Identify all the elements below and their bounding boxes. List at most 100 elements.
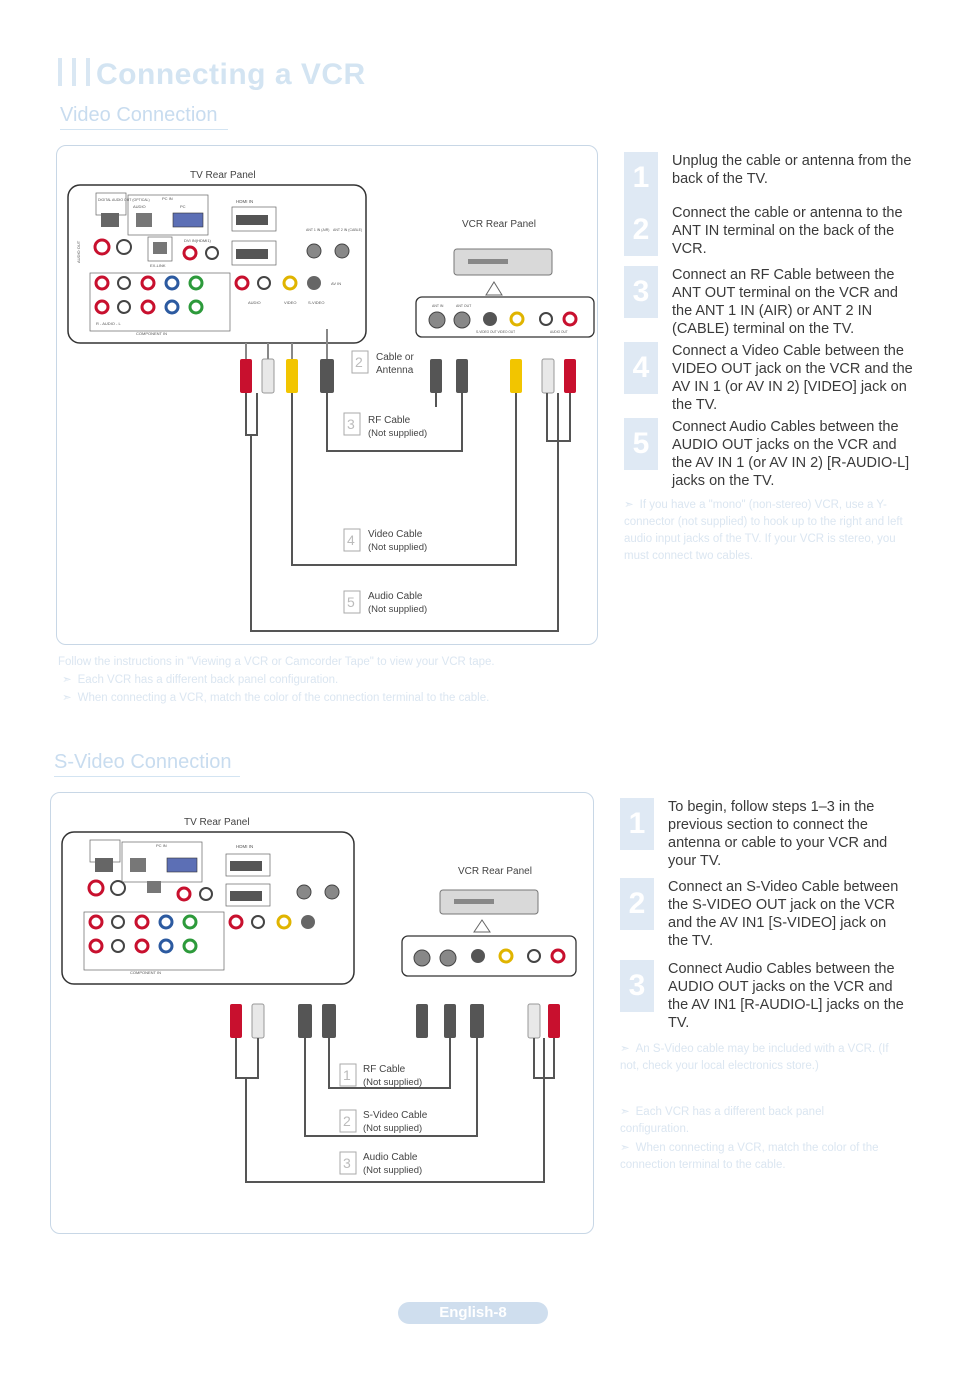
video-step-4: 4 Connect a Video Cable between the VIDE… bbox=[624, 342, 920, 414]
av-video-jack bbox=[282, 275, 298, 291]
svideo-cable-sub-1: (Not supplied) bbox=[363, 1077, 422, 1088]
svideo-note-1: ➣An S-Video cable may be included with a… bbox=[620, 1043, 889, 1072]
step-text: Connect the cable or antenna to the ANT … bbox=[672, 205, 903, 257]
svideo-cable-sub-3: (Not supplied) bbox=[363, 1165, 422, 1176]
tv-rear-panel-label: TV Rear Panel bbox=[190, 170, 256, 181]
component-in-label: COMPONENT IN bbox=[130, 970, 161, 975]
video-cable-name-4: Video Cable bbox=[368, 529, 423, 540]
svideo-cable-name-1: RF Cable bbox=[363, 1064, 406, 1075]
hdmi-port-1 bbox=[236, 249, 268, 259]
av-svideo-jack bbox=[301, 915, 315, 929]
step-text: Connect Audio Cables between the AUDIO O… bbox=[672, 419, 910, 489]
video-cable-name-2: Cable or bbox=[376, 352, 414, 363]
svideo-step-2: 2 Connect an S-Video Cable between the S… bbox=[620, 878, 910, 950]
video-step-1: 1 Unplug the cable or antenna from the b… bbox=[624, 152, 920, 204]
av-audio-label: AUDIO bbox=[248, 300, 261, 305]
hdmi-in-label: HDMI IN bbox=[236, 199, 253, 204]
ant2-in-jack bbox=[334, 243, 350, 259]
vcr-svideo-out-jack bbox=[483, 312, 497, 326]
vcr-audio-l-jack bbox=[539, 312, 553, 326]
av-in-label: AV IN bbox=[331, 281, 341, 286]
svideo-cable-name-2: S-Video Cable bbox=[363, 1110, 428, 1121]
optical-port bbox=[101, 213, 119, 227]
pc-in-label: PC IN bbox=[156, 843, 167, 848]
tv-rear-panel-label: TV Rear Panel bbox=[184, 817, 250, 828]
audio-label: AUDIO bbox=[133, 204, 146, 209]
step-text: Connect an S-Video Cable between the S-V… bbox=[668, 879, 899, 949]
video-side-note: ➣If you have a "mono" (non-stereo) VCR, … bbox=[624, 499, 903, 562]
step-number: 4 bbox=[624, 342, 658, 394]
vcr-video-out-jack bbox=[509, 311, 525, 327]
step-text: Connect Audio Cables between the AUDIO O… bbox=[668, 961, 904, 1031]
audio-out-label: AUDIO OUT bbox=[76, 240, 81, 263]
svideo-note-2: ➣Each VCR has a different back panel con… bbox=[620, 1106, 825, 1135]
vcr-ant-out-jack bbox=[453, 311, 471, 329]
video-cable-name-3: RF Cable bbox=[368, 415, 411, 426]
tv-rear-panel bbox=[67, 184, 367, 344]
vcr-audio-r-jack bbox=[562, 311, 578, 327]
step-number: 1 bbox=[624, 152, 658, 204]
vcr-svideo-out-label: S-VIDEO OUT VIDEO OUT bbox=[476, 330, 515, 334]
svideo-connection-diagram: TV Rear Panel PC IN HDMI IN COMPONENT IN… bbox=[61, 817, 577, 1183]
av-svideo-jack bbox=[307, 276, 321, 290]
video-note-2: ➣Each VCR has a different back panel con… bbox=[62, 674, 339, 686]
vga-port bbox=[172, 212, 204, 228]
hdmi-in-label: HDMI IN bbox=[236, 844, 253, 849]
step-text: Unplug the cable or antenna from the bac… bbox=[672, 153, 912, 187]
av-audio-l-jack bbox=[257, 276, 271, 290]
section-title-video: Video Connection bbox=[60, 104, 218, 126]
svideo-cable-num-3: 3 bbox=[343, 1155, 351, 1171]
video-note-1: Follow the instructions in "Viewing a VC… bbox=[58, 656, 495, 668]
ant2-label: ANT 2 IN (CABLE) bbox=[333, 228, 362, 232]
page-footer: English-8 bbox=[398, 1302, 548, 1324]
video-cable-sub-2: Antenna bbox=[376, 365, 414, 376]
video-connection-diagram: TV Rear Panel DIGITAL AUDIO OUT (OPTICAL… bbox=[67, 170, 595, 632]
page-title: Connecting a VCR bbox=[96, 58, 366, 91]
ex-link-label: EX-LINK bbox=[150, 263, 166, 268]
video-cable-num-5: 5 bbox=[347, 594, 355, 610]
step-number: 3 bbox=[624, 266, 658, 318]
video-cable-num-3: 3 bbox=[347, 416, 355, 432]
step-text: Connect an RF Cable between the ANT OUT … bbox=[672, 267, 898, 337]
video-note-3: ➣When connecting a VCR, match the color … bbox=[62, 692, 490, 704]
section-title-svideo: S-Video Connection bbox=[54, 751, 232, 773]
dvi-label: DVI IN(HDMI1) bbox=[184, 238, 212, 243]
tv-rear-panel bbox=[61, 831, 355, 985]
vcr-audio-out-label: AUDIO OUT bbox=[550, 330, 568, 334]
svideo-cable-num-1: 1 bbox=[343, 1067, 351, 1083]
video-step-2: 2 Connect the cable or antenna to the AN… bbox=[624, 204, 920, 258]
svideo-cable-name-3: Audio Cable bbox=[363, 1152, 418, 1163]
step-number: 2 bbox=[620, 878, 654, 930]
video-cable-sub-4: (Not supplied) bbox=[368, 542, 427, 553]
svideo-step-1: 1 To begin, follow steps 1–3 in the prev… bbox=[620, 798, 910, 870]
ant1-in-jack bbox=[306, 243, 322, 259]
video-step-3: 3 Connect an RF Cable between the ANT OU… bbox=[624, 266, 920, 338]
vcr-ant-in-jack bbox=[428, 311, 446, 329]
step-text: To begin, follow steps 1–3 in the previo… bbox=[668, 799, 888, 869]
title-decoration bbox=[58, 58, 90, 88]
vcr-svideo-out-jack bbox=[471, 949, 485, 963]
svideo-cable-sub-2: (Not supplied) bbox=[363, 1123, 422, 1134]
video-cable-num-4: 4 bbox=[347, 532, 355, 548]
vcr-ant-out-label: ANT OUT bbox=[456, 304, 472, 308]
video-step-5: 5 Connect Audio Cables between the AUDIO… bbox=[624, 418, 920, 490]
svideo-step-3: 3 Connect Audio Cables between the AUDIO… bbox=[620, 960, 910, 1032]
step-number: 1 bbox=[620, 798, 654, 850]
step-text: Connect a Video Cable between the VIDEO … bbox=[672, 343, 913, 413]
vcr-ant-in-label: ANT IN bbox=[432, 304, 444, 308]
ex-link-port bbox=[153, 242, 167, 254]
digital-audio-label: DIGITAL AUDIO OUT (OPTICAL) bbox=[98, 198, 150, 202]
step-number: 2 bbox=[624, 204, 658, 256]
pc-label: PC bbox=[180, 204, 186, 209]
av-svideo-label: S-VIDEO bbox=[308, 300, 324, 305]
svideo-note-3: ➣When connecting a VCR, match the color … bbox=[620, 1142, 879, 1171]
component-in-label: COMPONENT IN bbox=[136, 331, 167, 336]
pc-audio-port bbox=[136, 213, 152, 227]
video-cable-sub-3: (Not supplied) bbox=[368, 428, 427, 439]
vcr-rear-panel-label: VCR Rear Panel bbox=[462, 219, 536, 230]
video-cable-num-2: 2 bbox=[355, 354, 363, 370]
step-number: 5 bbox=[624, 418, 658, 470]
vcr-rear-panel-label: VCR Rear Panel bbox=[458, 866, 532, 877]
step-number: 3 bbox=[620, 960, 654, 1012]
section-underline bbox=[60, 129, 228, 130]
